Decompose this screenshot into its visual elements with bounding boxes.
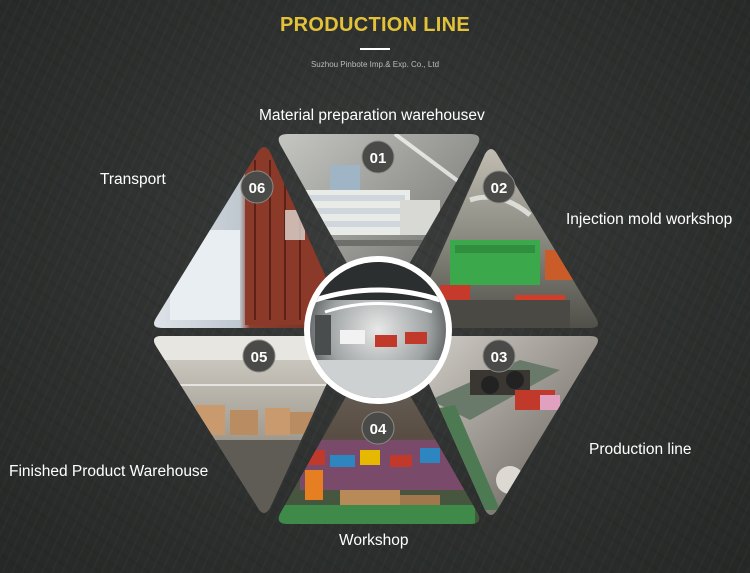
badge-04-number: 04 [370,421,387,438]
label-finished-warehouse: Finished Product Warehouse [9,463,209,480]
label-workshop: Workshop [339,532,409,549]
label-material-warehouse: Material preparation warehousev [259,107,485,124]
label-transport: Transport [100,171,166,188]
title-divider [360,48,390,50]
center-photo [304,256,452,404]
badge-03: 03 [482,339,516,373]
page-title: PRODUCTION LINE [279,14,471,36]
label-injection-workshop: Injection mold workshop [566,211,733,228]
label-production-line: Production line [589,441,692,458]
badge-04: 04 [361,411,395,445]
badge-06-number: 06 [249,180,266,197]
company-subtitle: Suzhou Pinbote Imp.& Exp. Co., Ltd [310,60,440,69]
badge-01-number: 01 [370,150,387,167]
badge-05: 05 [242,339,276,373]
badge-02: 02 [482,170,516,204]
badge-05-number: 05 [251,349,268,366]
badge-03-number: 03 [491,349,508,366]
badge-02-number: 02 [491,180,508,197]
badge-06: 06 [240,170,274,204]
badge-01: 01 [361,140,395,174]
